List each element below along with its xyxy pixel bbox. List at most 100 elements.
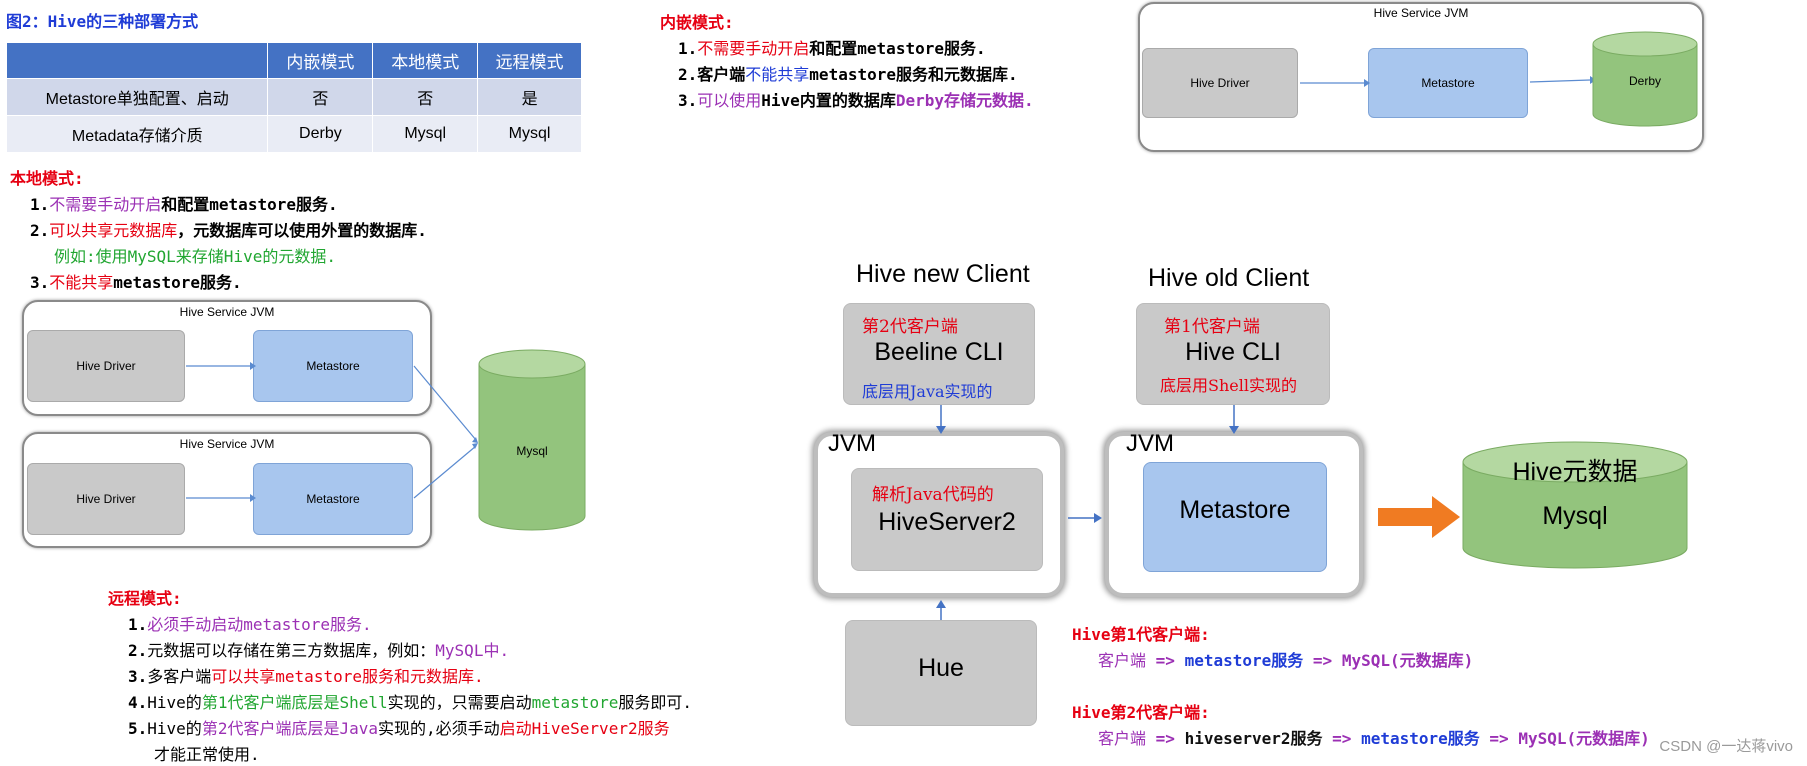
item-text: 服务即可. [618, 693, 692, 712]
item-text: 不需要手动开启 [697, 39, 810, 58]
flow-step: 客户端 [1098, 651, 1147, 670]
item-number: 3. [128, 667, 148, 686]
remote-item-2: 2.元数据可以存储在第三方数据库，例如：MySQL中. [128, 640, 692, 662]
local-item-2-example: 例如:使用MySQL来存储Hive的元数据. [54, 247, 336, 266]
remote-mode-section: 远程模式: 1.必须手动启动metastore服务. 2.元数据可以存储在第三方… [108, 588, 692, 766]
embedded-arrows [1300, 76, 1596, 87]
parse-java-label: 解析Java代码的 [872, 485, 994, 505]
hue-label: Hue [918, 654, 964, 682]
beeline-cli-label: Beeline CLI [874, 338, 1004, 366]
mysql-db-cylinder [478, 349, 586, 531]
big-metastore-box [1143, 462, 1327, 572]
item-number: 1. [30, 195, 50, 214]
item-number: 4. [128, 693, 148, 712]
item-number: 3. [678, 91, 698, 110]
metastore-box: Metastore [253, 330, 413, 402]
old-impl-label: 底层用Shell实现的 [1160, 376, 1297, 395]
flow-step: MySQL(元数据库) [1341, 651, 1474, 670]
jvm-label: JVM [1126, 430, 1174, 457]
remote-item-3: 3.多客户端可以共享metastore服务和元数据库. [128, 666, 692, 688]
item-text: 可以使用 [697, 91, 762, 110]
item-text: 不能共享 [745, 65, 810, 84]
table-cell: Metadata存储介质 [5, 115, 269, 153]
old-client-title: Hive old Client [1148, 264, 1310, 292]
item-number: 3. [30, 273, 50, 292]
flow-arrow: => [1489, 729, 1509, 748]
hive-driver-box: Hive Driver [1142, 48, 1298, 118]
item-text: metastore服务和元数据库. [809, 65, 1018, 84]
jvm-title: Hive Service JVM [1373, 6, 1469, 20]
item-text: metastore [531, 693, 619, 712]
flow-arrow: => [1312, 651, 1333, 670]
remote-mode-title: 远程模式: [108, 589, 182, 608]
new-gen-label: 第2代客户端 [862, 317, 958, 337]
item-number: 1. [678, 39, 698, 58]
embedded-mode-title: 内嵌模式: [660, 13, 734, 32]
table-cell: Mysql [372, 115, 479, 153]
item-text: 必须手动启动metastore服务. [147, 615, 372, 634]
table-cell: 否 [267, 78, 374, 116]
jvm-title: Hive Service JVM [179, 305, 275, 319]
flow-step: hiveserver2服务 [1184, 729, 1323, 748]
derby-db-cylinder [1592, 31, 1698, 127]
hive-metadata-label: Hive元数据 [1512, 458, 1638, 486]
item-text: ，元数据库可以使用外置的数据库. [177, 221, 427, 240]
remote-item-5-cont: 才能正常使用. [154, 745, 260, 764]
item-text: Hive内置的数据库 [761, 91, 896, 110]
old-gen-label: 第1代客户端 [1164, 317, 1260, 337]
hive-cli-label: Hive CLI [1185, 338, 1281, 366]
item-text: Derby存储元数据. [895, 91, 1034, 110]
flow-step: metastore服务 [1361, 729, 1480, 748]
gen2-title: Hive第2代客户端: [1072, 703, 1210, 722]
flow-step: metastore服务 [1184, 651, 1304, 670]
hiveserver2-label: HiveServer2 [878, 508, 1016, 536]
embedded-item-1: 1.不需要手动开启和配置metastore服务. [678, 38, 1034, 60]
watermark: CSDN @一达蒋vivo [1659, 738, 1793, 755]
embedded-mode-section: 内嵌模式: 1.不需要手动开启和配置metastore服务. 2.客户端不能共享… [660, 12, 1034, 112]
flow-arrow: => [1155, 651, 1175, 670]
table-cell: 否 [372, 78, 479, 116]
item-text: 第1代客户端底层是Shell [201, 693, 388, 712]
item-text: 不能共享 [49, 273, 114, 292]
item-text: 客户端 [697, 65, 746, 84]
local-mode-title: 本地模式: [10, 169, 84, 188]
table-header-remote: 远程模式 [477, 42, 582, 79]
item-text: 不需要手动开启 [49, 195, 162, 214]
jvm-label: JVM [828, 430, 876, 457]
item-text: 元数据可以存储在第三方数据库，例如： [147, 641, 436, 660]
item-text: 启动HiveServer2服务 [499, 719, 670, 738]
item-text: Hive的 [147, 693, 202, 712]
hue-box [845, 620, 1037, 726]
item-number: 2. [30, 221, 50, 240]
derby-label: Derby [1628, 74, 1661, 88]
item-text: MySQL中. [435, 641, 510, 660]
hive-cli-client-box [1136, 303, 1330, 405]
metastore-box: Metastore [253, 463, 413, 535]
jvm-title: Hive Service JVM [179, 437, 275, 451]
item-text: 和配置metastore服务. [809, 39, 986, 58]
embedded-item-3: 3.可以使用Hive内置的数据库Derby存储元数据. [678, 90, 1034, 112]
item-number: 2. [128, 641, 148, 660]
table-header-embedded: 内嵌模式 [267, 42, 374, 79]
item-text: 实现的，只需要启动 [387, 693, 532, 712]
figure-title: 图2：Hive的三种部署方式 [6, 12, 199, 31]
item-number: 2. [678, 65, 698, 84]
remote-item-4: 4.Hive的第1代客户端底层是Shell实现的，只需要启动metastore服… [128, 692, 692, 714]
remote-item-5: 5.Hive的第2代客户端底层是Java实现的,必须手动启动HiveServer… [128, 718, 692, 740]
item-text: 多客户端 [147, 667, 212, 686]
item-text: 可以共享metastore服务和元数据库. [211, 667, 484, 686]
table-cell: Mysql [477, 115, 582, 153]
item-text: 可以共享元数据库 [49, 221, 178, 240]
table-header-blank [5, 42, 269, 79]
client-flows-section: Hive第1代客户端: 客户端 => metastore服务 => MySQL(… [1072, 624, 1650, 750]
embedded-item-2: 2.客户端不能共享metastore服务和元数据库. [678, 64, 1034, 86]
gen1-flow: 客户端 => metastore服务 => MySQL(元数据库) [1098, 650, 1650, 672]
local-arrows [186, 362, 478, 502]
table-cell: Derby [267, 115, 374, 153]
gen1-title: Hive第1代客户端: [1072, 625, 1210, 644]
item-number: 5. [128, 719, 148, 738]
flow-step: MySQL(元数据库) [1518, 729, 1650, 748]
hive-metadata-db-cylinder [1462, 441, 1688, 569]
beeline-client-box [843, 303, 1035, 405]
local-mode-section: 本地模式: 1.不需要手动开启和配置metastore服务. 2.可以共享元数据… [10, 168, 427, 294]
